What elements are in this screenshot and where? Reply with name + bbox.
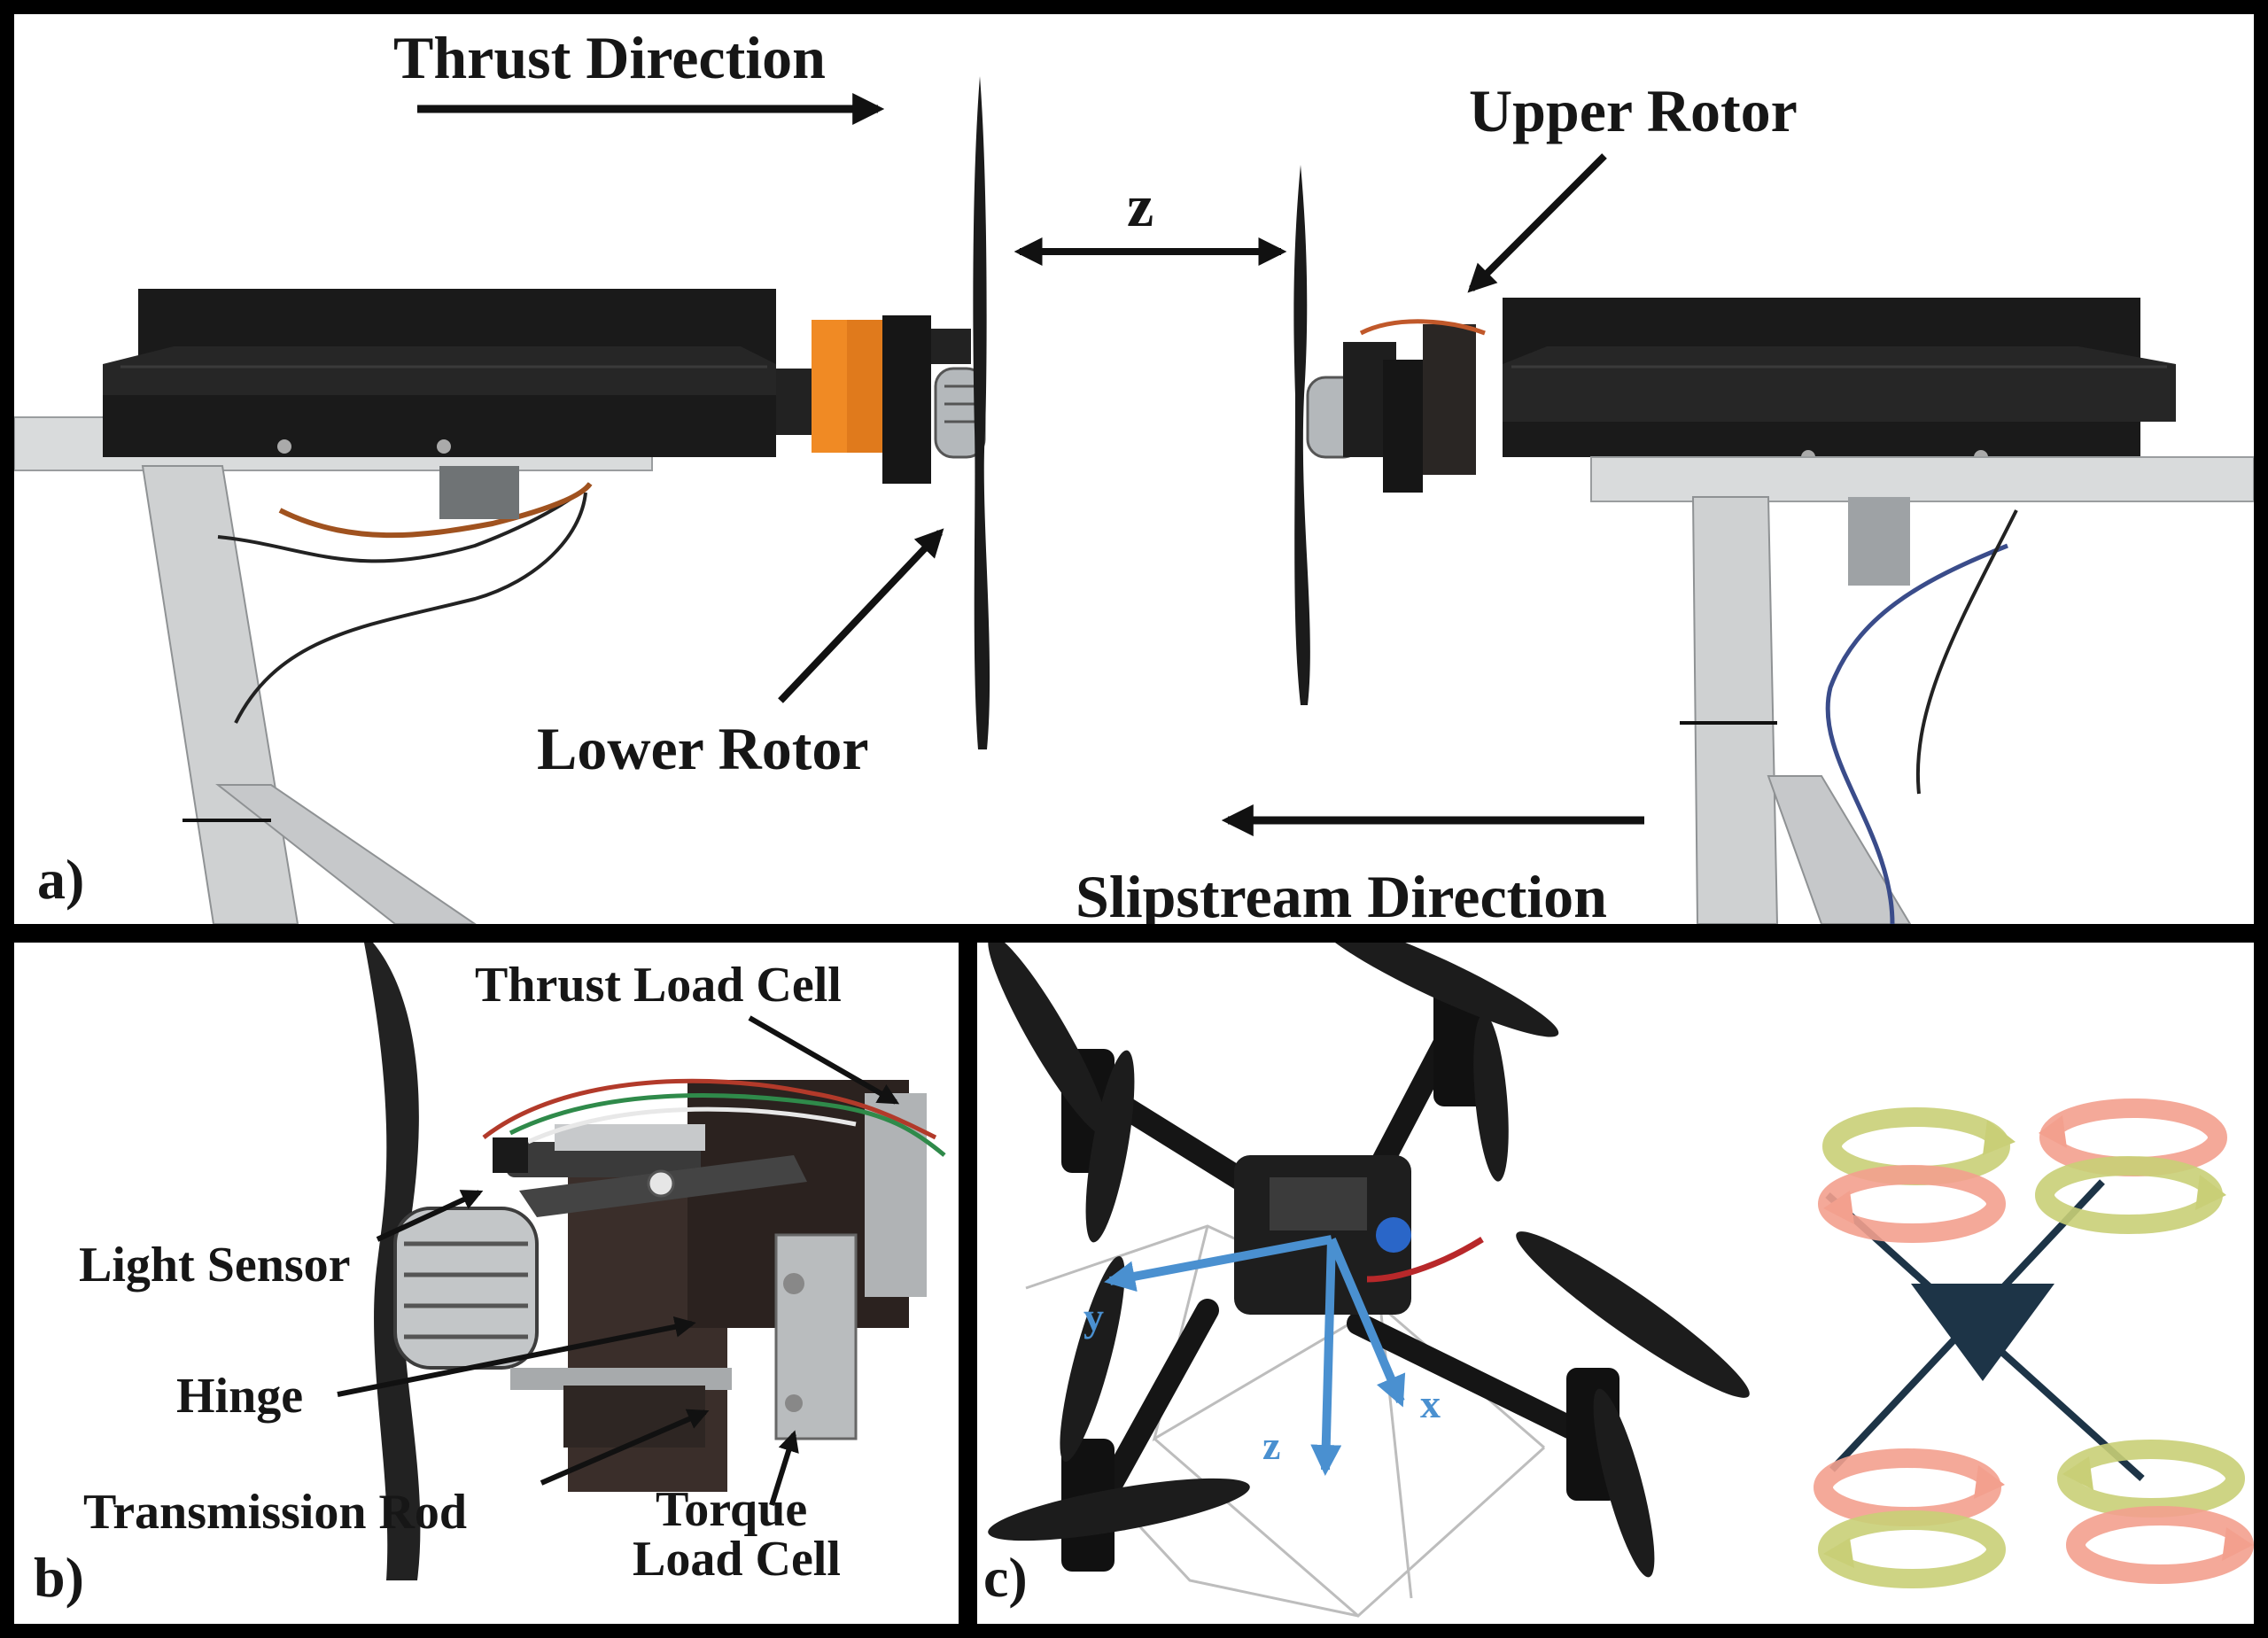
lower-rotor-label: Lower Rotor: [537, 715, 869, 782]
transmission-rod-pointer: [540, 1409, 710, 1486]
rotor-pair-rear-right: [2057, 1440, 2254, 1584]
axis-z-label: z: [1262, 1423, 1281, 1468]
lower-rotor-blade: [973, 76, 990, 749]
rotation-schematic: [1814, 1098, 2254, 1588]
panel-b-label: b): [34, 1546, 84, 1609]
rotor-pair-front-left: [1818, 1107, 2010, 1243]
panel-c-coaxial-quadrotor: y z x c): [977, 943, 2254, 1624]
rotor-pair-front-right: [2035, 1098, 2227, 1234]
panel-a-test-rig: Thrust Direction Upper Rotor z Lower Rot…: [14, 14, 2254, 924]
right-stand: [1590, 456, 2254, 924]
hinge-label: Hinge: [176, 1369, 304, 1424]
power-wiring: [1366, 1237, 1484, 1283]
lower-rotor-housing: [103, 289, 986, 484]
sensor-closeup-illustration: [337, 943, 946, 1580]
separation-z-label: z: [1127, 172, 1154, 239]
panel-b-sensor-closeup: Thrust Load Cell Light Sensor Hinge Tran…: [14, 943, 959, 1624]
torque-load-cell-label-line2: Load Cell: [633, 1532, 841, 1587]
body-frame-axes: [1104, 1235, 1406, 1476]
light-sensor-label: Light Sensor: [79, 1238, 351, 1293]
thrust-direction-label: Thrust Direction: [393, 24, 826, 91]
quadrotor-illustration: [988, 943, 2254, 1619]
torque-load-cell-pointer: [769, 1430, 799, 1506]
panel-a-label: a): [37, 848, 85, 911]
transmission-rod-label: Transmission Rod: [83, 1485, 468, 1540]
mount-assembly: [482, 1078, 946, 1492]
upper-rotor-housing: [1306, 298, 2176, 493]
battery-connector: [1376, 1217, 1411, 1253]
motor: [393, 1207, 539, 1370]
slipstream-direction-label: Slipstream Direction: [1076, 863, 1607, 924]
heading-triangle: [1911, 1284, 2054, 1381]
upper-rotor-label: Upper Rotor: [1469, 77, 1798, 144]
axis-y-label: y: [1084, 1294, 1104, 1339]
rotation-arrowheads: [1823, 1115, 2253, 1568]
thrust-load-cell-label: Thrust Load Cell: [475, 958, 842, 1013]
propeller-blade: [364, 943, 421, 1580]
light-sensor-pointer: [376, 1190, 484, 1242]
hinge-pointer: [337, 1316, 696, 1397]
axis-x-label: x: [1420, 1381, 1441, 1426]
upper-rotor-blade: [1293, 165, 1310, 705]
lower-rotor-pointer: [778, 528, 944, 703]
left-stand: [14, 416, 653, 924]
propellers: [988, 943, 1750, 1578]
upper-rotor-pointer: [1467, 153, 1607, 293]
thrust-load-cell-pointer: [748, 1015, 900, 1105]
test-rig-illustration: [14, 76, 2254, 924]
panel-c-label: c): [983, 1546, 1028, 1609]
torque-load-cell-label-line1: Torque: [656, 1482, 808, 1537]
electronics-board: [1270, 1177, 1367, 1230]
